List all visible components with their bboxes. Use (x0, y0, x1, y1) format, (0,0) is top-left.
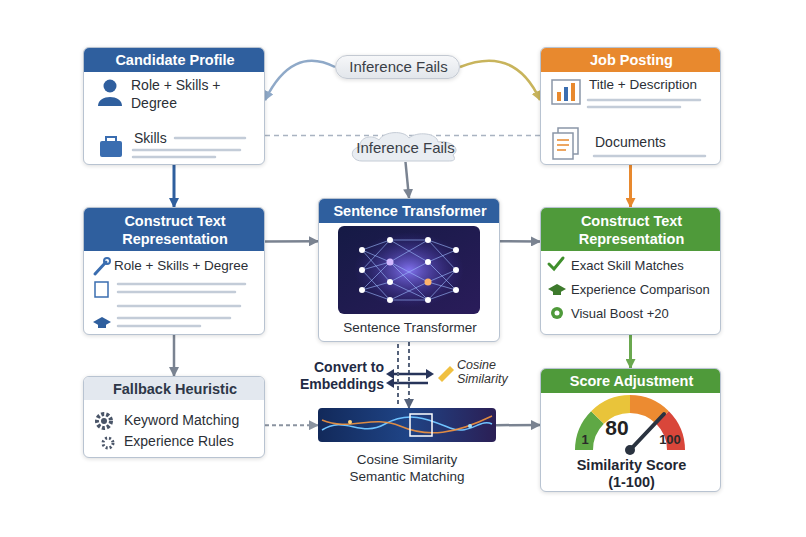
box-heading: Sentence Transformer (319, 202, 501, 220)
status-pill: Inference Fails (335, 55, 460, 79)
connector-arrow (496, 424, 540, 427)
similarity-bar (318, 408, 496, 442)
box-heading: Fallback Heuristic (84, 380, 266, 398)
step-label: Convert to Embeddings (278, 359, 384, 393)
method-label: Cosine Similarity (457, 358, 519, 387)
model-box: Sentence TransformerSentence Transformer (318, 198, 500, 342)
connector-arrow (629, 335, 632, 368)
connector-arrow (265, 424, 318, 426)
box-heading: Candidate Profile (84, 51, 266, 69)
box-text: Experience Rules (124, 433, 262, 451)
connector-arrow (265, 240, 318, 243)
cloud-shape: Inference Fails (348, 130, 463, 162)
connector-arrow (500, 240, 540, 243)
box-text: Visual Boost +20 (571, 306, 720, 322)
process-box: Construct Text RepresentationExact Skill… (540, 207, 721, 335)
connector-arrow (265, 61, 335, 100)
connector-arrow (173, 335, 176, 376)
score-box: Score AdjustmentSimilarity Score (1-100) (540, 368, 721, 492)
box-text: Role + Skills + Degree (131, 77, 231, 112)
connector-arrow (406, 162, 410, 198)
box-text: Documents (595, 134, 695, 152)
profile-box: Candidate ProfileRole + Skills + DegreeS… (83, 47, 265, 165)
box-text: Keyword Matching (124, 412, 262, 430)
similarity-node: Cosine Similarity Semantic Matching (318, 408, 496, 486)
box-text: Experience Comparison (571, 282, 720, 298)
box-text: Skills (134, 130, 194, 148)
connector-arrow (629, 165, 632, 207)
connector-arrow (408, 342, 410, 408)
box-text: Similarity Score (1-100) (566, 457, 697, 490)
process-box: Construct Text RepresentationRole + Skil… (83, 207, 265, 335)
box-text: Inference Fails (348, 139, 463, 158)
gauge-max: 100 (656, 432, 684, 447)
embedding-arrows (386, 344, 454, 404)
box-text: Inference Fails (336, 58, 461, 77)
box-text: Exact Skill Matches (571, 258, 720, 274)
connector-arrow (460, 61, 540, 100)
gauge-value: 80 (603, 416, 631, 440)
gauge-min: 1 (578, 432, 592, 447)
box-heading: Construct Text Representation (541, 212, 722, 248)
fallback-box: Fallback HeuristicKeyword MatchingExperi… (83, 376, 265, 458)
box-text: Sentence Transformer (319, 320, 501, 337)
box-text: Title + Description (589, 77, 717, 94)
box-text: Role + Skills + Degree (114, 258, 262, 275)
box-text: Cosine Similarity Semantic Matching (337, 452, 477, 486)
box-heading: Score Adjustment (541, 372, 722, 390)
connector-arrow (173, 165, 176, 207)
job-box: Job PostingTitle + DescriptionDocuments (540, 47, 721, 165)
box-heading: Construct Text Representation (84, 212, 266, 248)
box-heading: Job Posting (541, 51, 722, 69)
